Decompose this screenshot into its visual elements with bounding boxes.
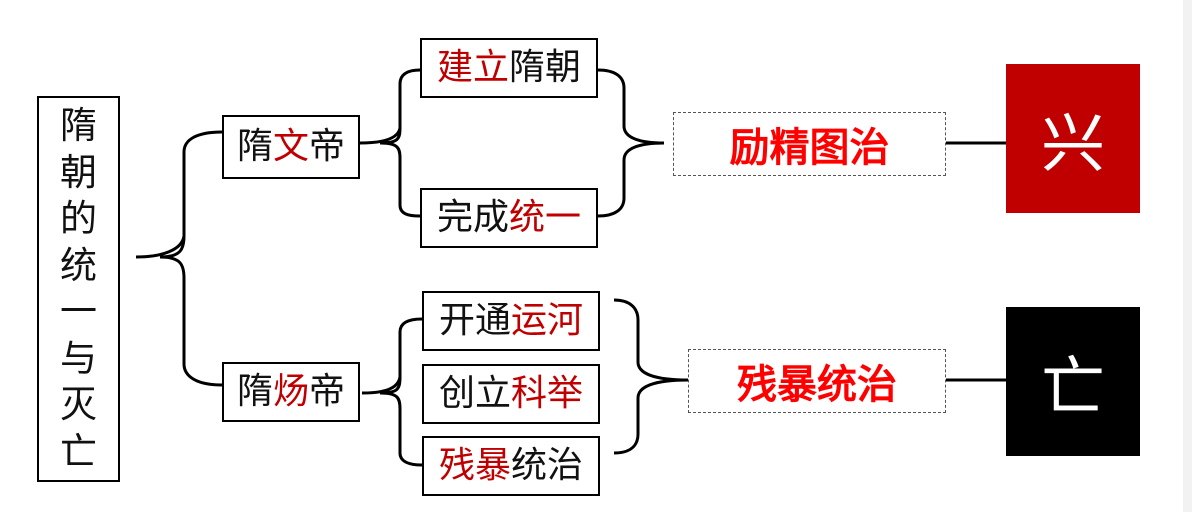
deed-tyrannical-rule: 残暴统治 bbox=[422, 436, 600, 496]
yang-brace bbox=[361, 317, 423, 467]
deed-rest: 开通 bbox=[438, 300, 511, 341]
outcome-rise: 兴 bbox=[1006, 64, 1140, 213]
wen-brace bbox=[359, 68, 421, 218]
title-char: 亡 bbox=[60, 429, 97, 473]
scrollbar-edge bbox=[1183, 0, 1192, 512]
diagram-title: 隋 朝 的 统 一 与 灭 亡 bbox=[37, 96, 120, 482]
deed-key: 统一 bbox=[509, 197, 582, 238]
emperor-yang-key: 炀 bbox=[272, 371, 309, 412]
summary-yang: 残暴统治 bbox=[688, 349, 946, 413]
yang-right-brace bbox=[613, 298, 689, 455]
title-char: 朝 bbox=[60, 150, 97, 194]
summary-wen: 励精图治 bbox=[673, 112, 946, 176]
title-char: 隋 bbox=[60, 104, 97, 147]
deed-found-keju: 创立科举 bbox=[422, 364, 600, 424]
emperor-wen-key: 文 bbox=[272, 126, 309, 167]
title-char: 与 bbox=[60, 336, 97, 380]
emperor-yang-prefix: 隋 bbox=[236, 371, 273, 412]
deed-rest: 完成 bbox=[436, 197, 509, 238]
title-char: 一 bbox=[60, 290, 97, 334]
deed-rest: 创立 bbox=[438, 373, 511, 414]
deed-key: 运河 bbox=[511, 300, 584, 341]
emperor-wen-prefix: 隋 bbox=[236, 126, 273, 167]
wen-right-brace bbox=[597, 68, 665, 218]
deed-key: 残暴 bbox=[438, 445, 511, 486]
title-char: 的 bbox=[60, 197, 97, 241]
title-char: 统 bbox=[60, 243, 97, 287]
deed-key: 建立 bbox=[436, 47, 509, 88]
deed-rest: 统治 bbox=[511, 445, 584, 486]
title-char: 灭 bbox=[60, 383, 97, 427]
deed-rest: 隋朝 bbox=[509, 47, 582, 88]
emperor-yang-suffix: 帝 bbox=[309, 371, 346, 412]
emperor-wen-suffix: 帝 bbox=[309, 126, 346, 167]
deed-key: 科举 bbox=[511, 373, 584, 414]
main-brace bbox=[135, 130, 223, 387]
outcome-fall: 亡 bbox=[1006, 307, 1140, 456]
emperor-yang-box: 隋炀帝 bbox=[222, 362, 360, 422]
deed-open-canal: 开通运河 bbox=[422, 291, 600, 351]
deed-complete-unification: 完成统一 bbox=[420, 188, 598, 248]
deed-establish-sui: 建立隋朝 bbox=[420, 38, 598, 98]
emperor-wen-box: 隋文帝 bbox=[222, 115, 360, 179]
